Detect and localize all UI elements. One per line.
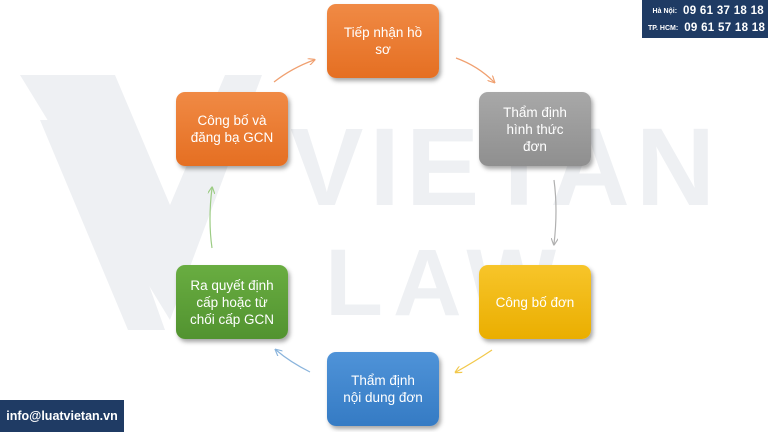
hanoi-phone[interactable]: 09 61 37 18 18 (683, 5, 764, 17)
arrow-6-to-1 (273, 60, 314, 83)
hcm-phone[interactable]: 09 61 57 18 18 (684, 22, 766, 34)
node-tham-dinh-hinh-thuc: Thẩm định hình thức đơn (479, 92, 591, 166)
hanoi-label: Hà Nội: (652, 7, 678, 15)
email-contact-box[interactable]: info@luatvietan.vn (0, 400, 124, 432)
node-cong-bo-dang-ba: Công bố và đăng bạ GCN (176, 92, 288, 166)
arrow-3-to-4 (456, 349, 493, 372)
node-tiep-nhan-ho-so: Tiếp nhận hồ sơ (327, 4, 439, 78)
email-address[interactable]: info@luatvietan.vn (6, 409, 118, 423)
hcm-label: TP. HCM: (648, 24, 679, 32)
phone-contact-box: Hà Nội: 09 61 37 18 18 TP. HCM: 09 61 57… (642, 0, 768, 38)
arrow-4-to-5 (276, 350, 311, 373)
arrow-5-to-6 (210, 188, 212, 249)
arrow-2-to-3 (554, 179, 556, 244)
node-cong-bo-don: Công bố đơn (479, 265, 591, 339)
node-ra-quyet-dinh: Ra quyết định cấp hoặc từ chối cấp GCN (176, 265, 288, 339)
arrow-1-to-2 (455, 57, 494, 82)
node-tham-dinh-noi-dung: Thẩm định nội dung đơn (327, 352, 439, 426)
